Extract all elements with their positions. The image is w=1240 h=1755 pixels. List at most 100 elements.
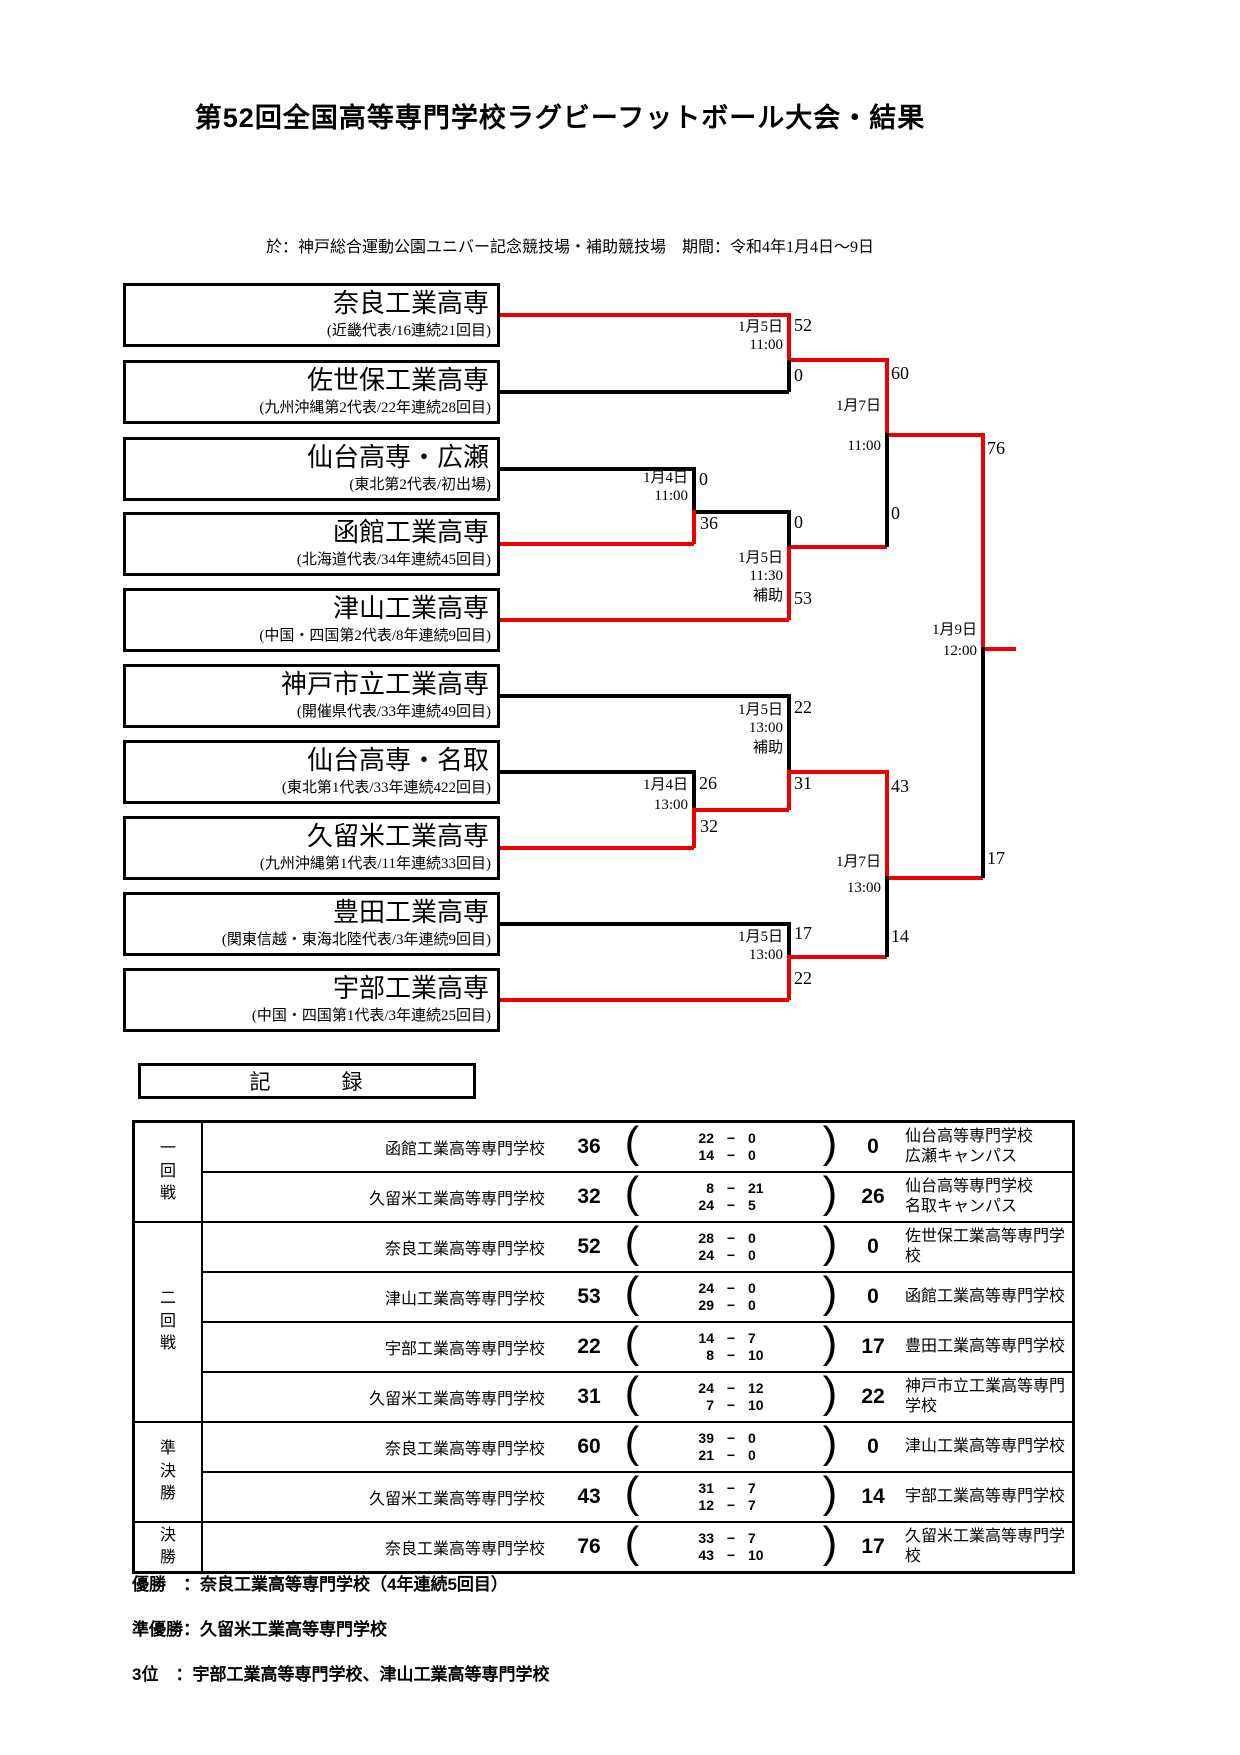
left-team: 宇部工業高等専門学校 <box>384 1341 545 1358</box>
round-group: 二 回 戦 奈良工業高等専門学校 52 ( 28−0 24−0 ) 0 佐世保工… <box>135 1221 1072 1421</box>
team-note: (九州沖縄第1代表/11年連続33回目) <box>259 856 491 872</box>
team-box: 仙台高専・名取 (東北第1代表/33年連続422回目) <box>123 740 500 804</box>
bracket-line <box>887 433 983 437</box>
match-date: 1月5日 <box>737 929 783 945</box>
bracket-line <box>694 808 789 812</box>
match-score: 76 <box>987 438 1005 458</box>
half2-left: 24 <box>698 1247 714 1263</box>
left-team: 奈良工業高等専門学校 <box>384 1241 545 1258</box>
bracket-line <box>500 542 694 546</box>
bracket-line <box>983 647 1016 651</box>
paren-close: ) <box>822 1468 838 1518</box>
half2-left: 7 <box>706 1397 714 1413</box>
half2-right: 0 <box>748 1147 756 1163</box>
paren-open: ( <box>624 1368 640 1418</box>
half2-right: 10 <box>748 1397 764 1413</box>
match-date: 1月4日 <box>642 470 688 486</box>
table-row: 久留米工業高等専門学校 32 ( 8−21 24−5 ) 26 仙台高等専門学校… <box>203 1171 1072 1221</box>
left-score: 22 <box>577 1335 601 1358</box>
left-team: 奈良工業高等専門学校 <box>384 1441 545 1458</box>
match-score: 0 <box>699 469 708 489</box>
match-score: 0 <box>794 512 803 532</box>
bracket-line <box>787 313 791 360</box>
table-row: 奈良工業高等専門学校 76 ( 33−7 43−10 ) 17 久留米工業高等専… <box>203 1521 1072 1571</box>
match-score: 43 <box>891 776 909 796</box>
dash: − <box>726 1380 736 1396</box>
half-scores: 22−0 14−0 <box>647 1130 815 1164</box>
right-score: 17 <box>861 1335 885 1358</box>
round-group: 一 回 戦 函館工業高等専門学校 36 ( 22−0 14−0 ) 0 仙台高等… <box>135 1121 1072 1221</box>
bracket-line <box>887 876 983 880</box>
half2-right: 0 <box>748 1297 756 1313</box>
paren-open: ( <box>624 1168 640 1218</box>
dash: − <box>726 1147 736 1163</box>
bracket-line <box>787 922 791 957</box>
dash: − <box>726 1130 736 1146</box>
half1-right: 7 <box>748 1480 756 1496</box>
team-box: 津山工業高専 (中国・四国第2代表/8年連続9回目) <box>123 588 500 652</box>
team-note: (関東信越・東海北陸代表/3年連続9回目) <box>221 932 491 948</box>
half1-left: 24 <box>698 1380 714 1396</box>
right-team: 佐世保工業高等専門学校 <box>905 1228 1066 1265</box>
team-name: 奈良工業高専 <box>332 289 489 318</box>
half2-left: 14 <box>698 1147 714 1163</box>
left-team: 久留米工業高等専門学校 <box>368 1491 545 1508</box>
bracket-line <box>500 694 789 698</box>
half1-right: 12 <box>748 1380 764 1396</box>
bracket-line <box>789 545 887 549</box>
match-time: 13:00 <box>748 947 783 963</box>
match-date: 1月9日 <box>931 622 977 638</box>
half-scores: 14−7 8−10 <box>647 1330 815 1364</box>
match-date: 1月7日 <box>835 854 881 870</box>
match-time: 11:00 <box>749 337 783 353</box>
match-score: 14 <box>891 926 909 946</box>
bracket-line <box>787 694 791 772</box>
half1-left: 8 <box>706 1180 714 1196</box>
left-team: 久留米工業高等専門学校 <box>368 1191 545 1208</box>
half1-right: 7 <box>748 1330 756 1346</box>
left-score: 52 <box>577 1235 601 1258</box>
half1-right: 0 <box>748 1430 756 1446</box>
left-score: 43 <box>577 1485 601 1508</box>
team-name: 久留米工業高専 <box>306 822 489 851</box>
paren-open: ( <box>624 1468 640 1518</box>
paren-open: ( <box>624 1218 640 1268</box>
left-team: 津山工業高等専門学校 <box>384 1291 545 1308</box>
match-time: 13:00 <box>748 720 783 736</box>
team-box: 佐世保工業高専 (九州沖縄第2代表/22年連続28回目) <box>123 360 500 424</box>
results-table: 一 回 戦 函館工業高等専門学校 36 ( 22−0 14−0 ) 0 仙台高等… <box>132 1120 1075 1574</box>
team-note: (北海道代表/34年連続45回目) <box>296 552 491 568</box>
bracket-line <box>787 547 791 620</box>
match-date: 1月5日 <box>737 550 783 566</box>
left-team: 久留米工業高等専門学校 <box>368 1391 545 1408</box>
bracket-line <box>787 510 791 547</box>
left-score: 31 <box>577 1385 601 1408</box>
right-score: 26 <box>861 1185 885 1208</box>
dash: − <box>726 1197 736 1213</box>
right-team: 仙台高等専門学校 広瀬キャンパス <box>905 1128 1034 1165</box>
dash: − <box>726 1297 736 1313</box>
half1-left: 14 <box>698 1330 714 1346</box>
table-row: 奈良工業高等専門学校 60 ( 39−0 21−0 ) 0 津山工業高等専門学校 <box>203 1421 1072 1471</box>
bracket-line <box>692 770 696 810</box>
match-score: 0 <box>891 503 900 523</box>
half2-left: 29 <box>698 1297 714 1313</box>
match-time: 13:00 <box>653 797 688 813</box>
match-date: 1月5日 <box>737 319 783 335</box>
dash: − <box>726 1530 736 1546</box>
dash: − <box>726 1497 736 1513</box>
right-score: 0 <box>867 1285 879 1308</box>
half2-right: 0 <box>748 1247 756 1263</box>
paren-open: ( <box>624 1318 640 1368</box>
team-name: 宇部工業高専 <box>332 974 489 1003</box>
dash: − <box>726 1480 736 1496</box>
match-time: 11:00 <box>847 438 881 454</box>
team-box: 函館工業高専 (北海道代表/34年連続45回目) <box>123 512 500 576</box>
match-time: 12:00 <box>942 643 977 659</box>
half1-left: 31 <box>698 1480 714 1496</box>
table-row: 津山工業高等専門学校 53 ( 24−0 29−0 ) 0 函館工業高等専門学校 <box>203 1271 1072 1321</box>
right-score: 0 <box>867 1435 879 1458</box>
match-score: 22 <box>794 697 812 717</box>
match-score: 22 <box>794 968 812 988</box>
